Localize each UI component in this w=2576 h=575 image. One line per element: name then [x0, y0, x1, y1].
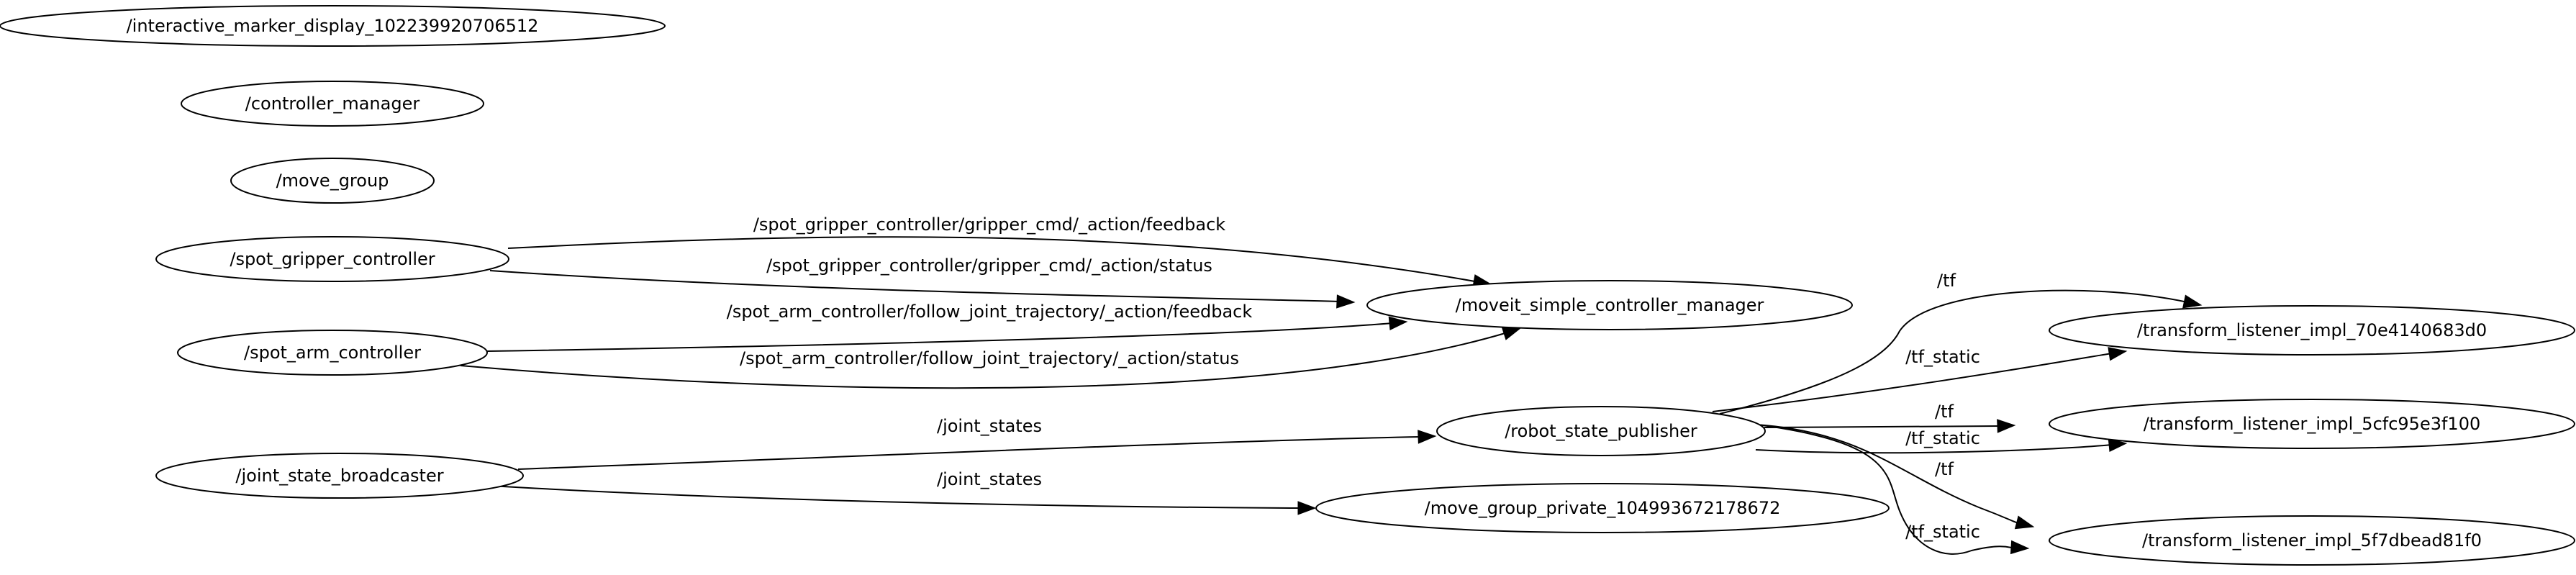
edge-e12: /tf_static [1726, 420, 2030, 555]
node-spot-gripper-controller[interactable]: /spot_gripper_controller [155, 236, 509, 282]
edge-e2: /spot_gripper_controller/gripper_cmd/_ac… [489, 255, 1356, 309]
node-ellipse[interactable] [2049, 515, 2575, 566]
edge-label: /tf [1935, 459, 1954, 479]
edge-line [507, 236, 1479, 283]
arrow-head-icon [1501, 327, 1522, 340]
node-label: /transform_listener_impl_70e4140683d0 [2137, 320, 2487, 340]
node-move-group[interactable]: /move_group [230, 158, 435, 204]
node-ellipse[interactable] [155, 236, 509, 282]
node-tf-listener-70e[interactable]: /transform_listener_impl_70e4140683d0 [2049, 305, 2575, 356]
edge-label: /tf [1937, 271, 1956, 291]
edge-line [1764, 425, 2001, 428]
node-ellipse[interactable] [230, 158, 435, 204]
arrow-head-icon [2010, 540, 2030, 555]
arrow-head-icon [2014, 515, 2035, 530]
arrow-head-icon [1418, 430, 1437, 444]
edge-line [1712, 353, 2113, 412]
edge-e4: /spot_arm_controller/follow_joint_trajec… [460, 327, 1522, 389]
edge-line [489, 270, 1341, 302]
edge-label: /spot_gripper_controller/gripper_cmd/_ac… [766, 255, 1212, 276]
node-controller-manager[interactable]: /controller_manager [181, 81, 484, 127]
node-label: /move_group_private_104993672178672 [1425, 498, 1781, 518]
edge-label: /joint_states [937, 416, 1042, 436]
edge-label: /tf [1935, 402, 1954, 422]
node-label: /interactive_marker_display_102239920706… [127, 16, 539, 36]
edge-label: /tf_static [1905, 522, 1980, 542]
node-label: /spot_arm_controller [244, 343, 421, 363]
node-ellipse[interactable] [0, 5, 666, 47]
node-ellipse[interactable] [1436, 406, 1766, 456]
edge-line [1719, 289, 2188, 415]
node-spot-arm-controller[interactable]: /spot_arm_controller [177, 330, 488, 376]
edges-layer: /spot_gripper_controller/gripper_cmd/_ac… [460, 214, 2203, 555]
arrow-head-icon [1297, 501, 1317, 515]
node-tf-listener-5f7[interactable]: /transform_listener_impl_5f7dbead81f0 [2049, 515, 2575, 566]
node-ellipse[interactable] [181, 81, 484, 127]
edge-label: /spot_arm_controller/follow_joint_trajec… [740, 348, 1239, 368]
edge-e10: /tf_static [1755, 428, 2128, 454]
edge-line [460, 332, 1508, 389]
node-tf-listener-5cf[interactable]: /transform_listener_impl_5cfc95e3f100 [2049, 399, 2575, 449]
edge-label: /spot_arm_controller/follow_joint_trajec… [727, 302, 1253, 322]
edge-line [1755, 424, 2021, 525]
arrow-head-icon [1336, 294, 1356, 309]
node-moveit-simple-controller-manager[interactable]: /moveit_simple_controller_manager [1366, 280, 1853, 330]
node-ellipse[interactable] [1366, 280, 1853, 330]
arrow-head-icon [2108, 347, 2128, 361]
arrow-head-icon [1388, 316, 1408, 331]
edge-line [486, 322, 1393, 352]
node-label: /spot_gripper_controller [230, 249, 435, 269]
edge-line [1726, 420, 2015, 555]
edge-e1: /spot_gripper_controller/gripper_cmd/_ac… [507, 214, 1492, 289]
edge-line [490, 485, 1302, 509]
edge-label: /tf_static [1905, 428, 1980, 448]
node-label: /controller_manager [245, 94, 420, 114]
node-label: /transform_listener_impl_5f7dbead81f0 [2142, 530, 2482, 551]
node-label: /move_group [276, 171, 389, 191]
edge-label: /joint_states [937, 469, 1042, 489]
node-ellipse[interactable] [1315, 483, 1890, 533]
nodes-layer: /interactive_marker_display_102239920706… [0, 5, 2575, 566]
node-ellipse[interactable] [155, 453, 524, 499]
edge-e9: /tf [1764, 402, 2016, 433]
node-label: /robot_state_publisher [1505, 421, 1697, 441]
node-robot-state-publisher[interactable]: /robot_state_publisher [1436, 406, 1766, 456]
edge-e8: /tf_static [1712, 347, 2128, 412]
edge-e3: /spot_arm_controller/follow_joint_trajec… [486, 302, 1408, 352]
node-ellipse[interactable] [2049, 305, 2575, 356]
edge-line [517, 436, 1422, 470]
edge-e11: /tf [1755, 424, 2035, 530]
node-label: /transform_listener_impl_5cfc95e3f100 [2144, 414, 2481, 434]
arrow-head-icon [1997, 419, 2016, 433]
node-label: /joint_state_broadcaster [235, 466, 443, 486]
node-joint-state-broadcaster[interactable]: /joint_state_broadcaster [155, 453, 524, 499]
edge-e7: /tf [1719, 271, 2203, 415]
arrow-head-icon [2182, 294, 2203, 309]
edge-e6: /joint_states [490, 469, 1317, 515]
node-interactive-marker-display[interactable]: /interactive_marker_display_102239920706… [0, 5, 666, 47]
edge-label: /spot_gripper_controller/gripper_cmd/_ac… [753, 214, 1225, 235]
node-label: /moveit_simple_controller_manager [1456, 295, 1764, 315]
node-ellipse[interactable] [2049, 399, 2575, 449]
node-ellipse[interactable] [177, 330, 488, 376]
node-move-group-private[interactable]: /move_group_private_104993672178672 [1315, 483, 1890, 533]
edge-e5: /joint_states [517, 416, 1437, 470]
edge-line [1755, 444, 2113, 454]
edge-label: /tf_static [1905, 347, 1980, 367]
